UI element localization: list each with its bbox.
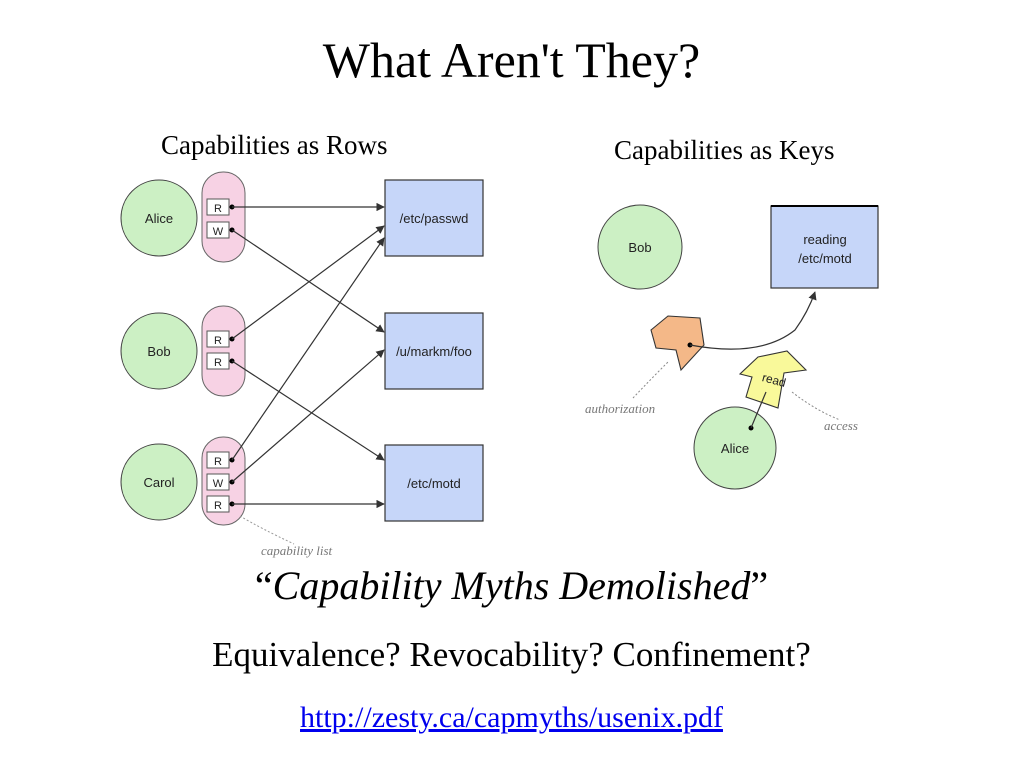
quote-open: “ — [254, 563, 273, 608]
capability-cell — [206, 451, 230, 469]
capability-right: W — [213, 226, 224, 238]
resource-label-line1: reading — [803, 232, 846, 247]
keys-diagram-heading: Capabilities as Keys — [614, 135, 835, 165]
authorization-pointer — [689, 291, 817, 350]
subject-bob: Bob — [120, 312, 198, 390]
authorization-caption: authorization — [585, 401, 655, 416]
capability-right: R — [214, 357, 222, 369]
object-u-markm-foo: /u/markm/foo — [384, 312, 484, 390]
object-etc-motd: /etc/motd — [384, 444, 484, 522]
subject-bob-keys: Bob — [597, 204, 683, 290]
arrow-alice-write-foo — [231, 229, 385, 333]
capability-list-bob: R R — [201, 305, 246, 397]
alice-key-pointer — [750, 391, 767, 429]
arrow-carol-read-passwd — [231, 237, 385, 461]
rows-diagram-heading: Capabilities as Rows — [161, 130, 388, 160]
giver-label: Alice — [721, 441, 749, 456]
arrow-bob-read-passwd — [231, 225, 385, 340]
object-label: /etc/motd — [407, 476, 460, 491]
rows-diagram: Alice Bob Carol R W R R R — [120, 171, 484, 558]
subject-carol: Carol — [120, 443, 198, 521]
subject-label: Carol — [143, 475, 174, 490]
capability-cell — [206, 473, 230, 491]
slide-title: What Aren't They? — [322, 32, 701, 88]
capability-list-alice: R W — [201, 171, 246, 263]
arrow-bob-read-motd — [231, 360, 385, 461]
access-caption: access — [824, 418, 858, 433]
capability-cell — [206, 198, 230, 216]
read-key-label: read — [761, 370, 788, 390]
subject-alice: Alice — [120, 179, 198, 257]
object-label: /etc/passwd — [400, 211, 469, 226]
object-label: /u/markm/foo — [396, 344, 472, 359]
capability-right: R — [214, 203, 222, 215]
holder-label: Bob — [628, 240, 651, 255]
subject-alice-keys: Alice — [693, 406, 777, 490]
paper-questions: Equivalence? Revocability? Confinement? — [212, 635, 811, 674]
paper-quote: “Capability Myths Demolished” — [0, 562, 1023, 610]
capability-right: W — [213, 478, 224, 490]
paper-title: Capability Myths Demolished — [272, 563, 751, 608]
resource-label-line2: /etc/motd — [798, 251, 851, 266]
caption-leader — [239, 515, 295, 545]
object-etc-passwd: /etc/passwd — [384, 179, 484, 257]
arrow-carol-write-foo — [231, 349, 385, 483]
capability-cell — [206, 352, 230, 370]
read-key — [738, 350, 808, 409]
quote-close: ” — [750, 563, 769, 608]
capability-right: R — [214, 456, 222, 468]
subject-label: Bob — [147, 344, 170, 359]
paper-link-row: http://zesty.ca/capmyths/usenix.pdf — [0, 700, 1023, 736]
authorization-leader — [632, 361, 669, 399]
capability-list-caption: capability list — [261, 543, 333, 558]
capability-cell — [206, 221, 230, 239]
authorization-arrow — [650, 315, 705, 372]
capability-right: R — [214, 335, 222, 347]
keys-diagram: Bob reading /etc/motd read Alice authori… — [585, 204, 879, 490]
capability-right: R — [214, 500, 222, 512]
capability-cell — [206, 495, 230, 513]
subject-label: Alice — [145, 211, 173, 226]
access-leader — [791, 391, 841, 421]
resource-reading-motd: reading /etc/motd — [770, 205, 879, 289]
paper-link[interactable]: http://zesty.ca/capmyths/usenix.pdf — [300, 701, 723, 734]
capability-cell — [206, 330, 230, 348]
